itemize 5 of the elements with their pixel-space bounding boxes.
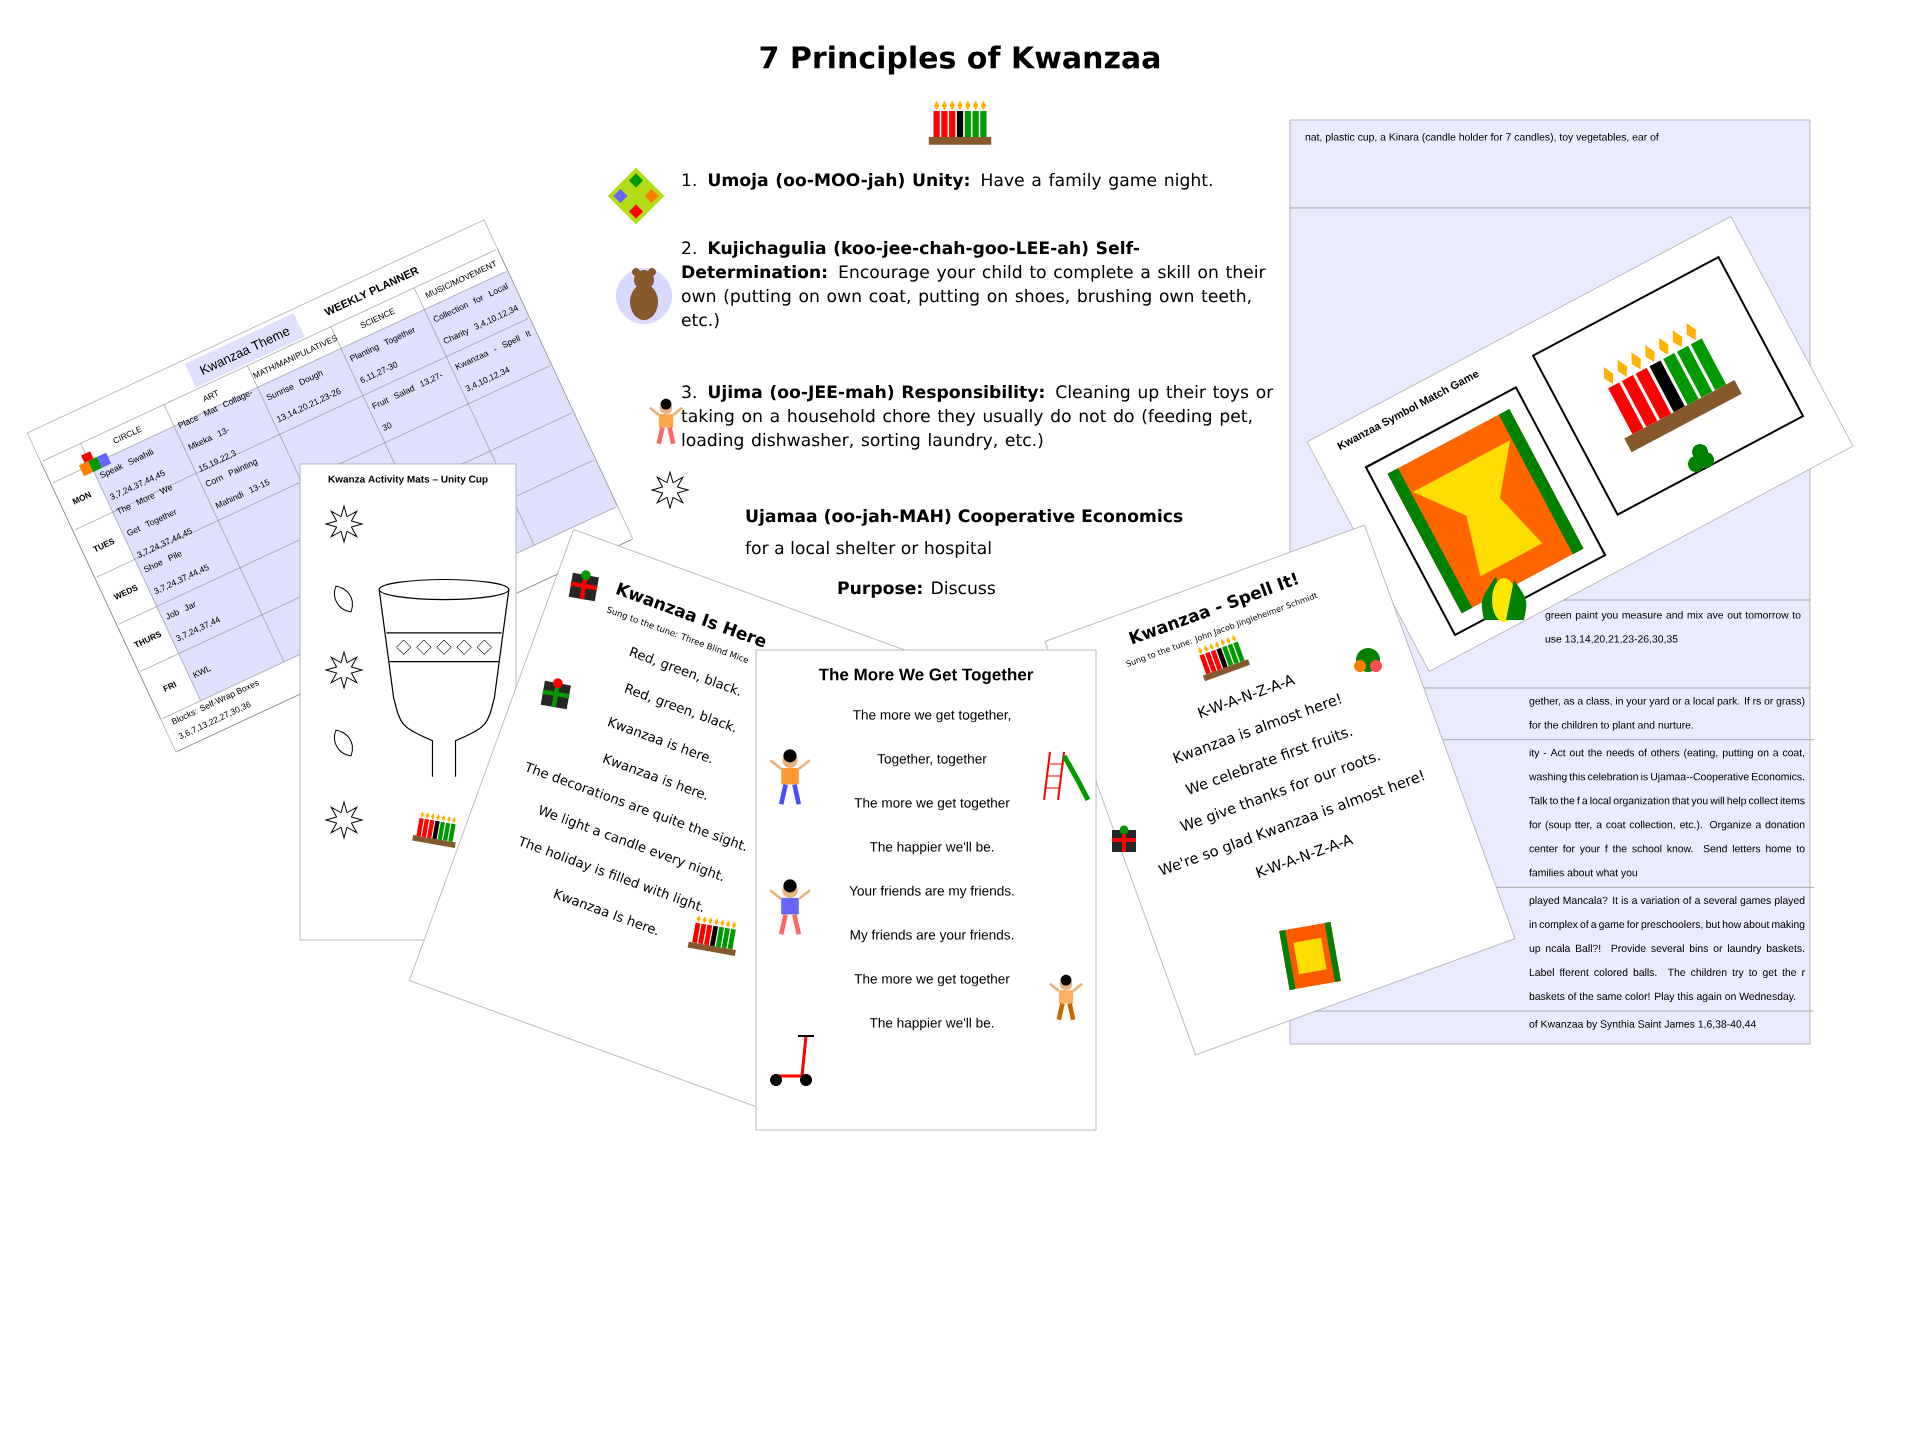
principle-text: Ujamaa (oo-jah-MAH) Cooperative Economics (746, 509, 1183, 526)
title: 7 Principles of Kwanzaa (760, 45, 1160, 75)
principle-text: 3. Ujima (oo-JEE-mah) Responsibility: Cleaning up their toys or taking on a household chore they usually do not do (feeding pet, loading dishwasher, sorting laundry, etc.) (681, 385, 1274, 450)
principle-text: 2. Kujichagulia (koo-jee-chah-goo-LEE-ah) Self-Determination: Encourage your child to complete a skill on their own (putting on own coat, putting on shoes, brushing own teeth, etc.) (681, 241, 1266, 329)
principle-text: 1. Umoja (oo-MOO-jah) Unity: Have a family game night. (682, 173, 1212, 190)
